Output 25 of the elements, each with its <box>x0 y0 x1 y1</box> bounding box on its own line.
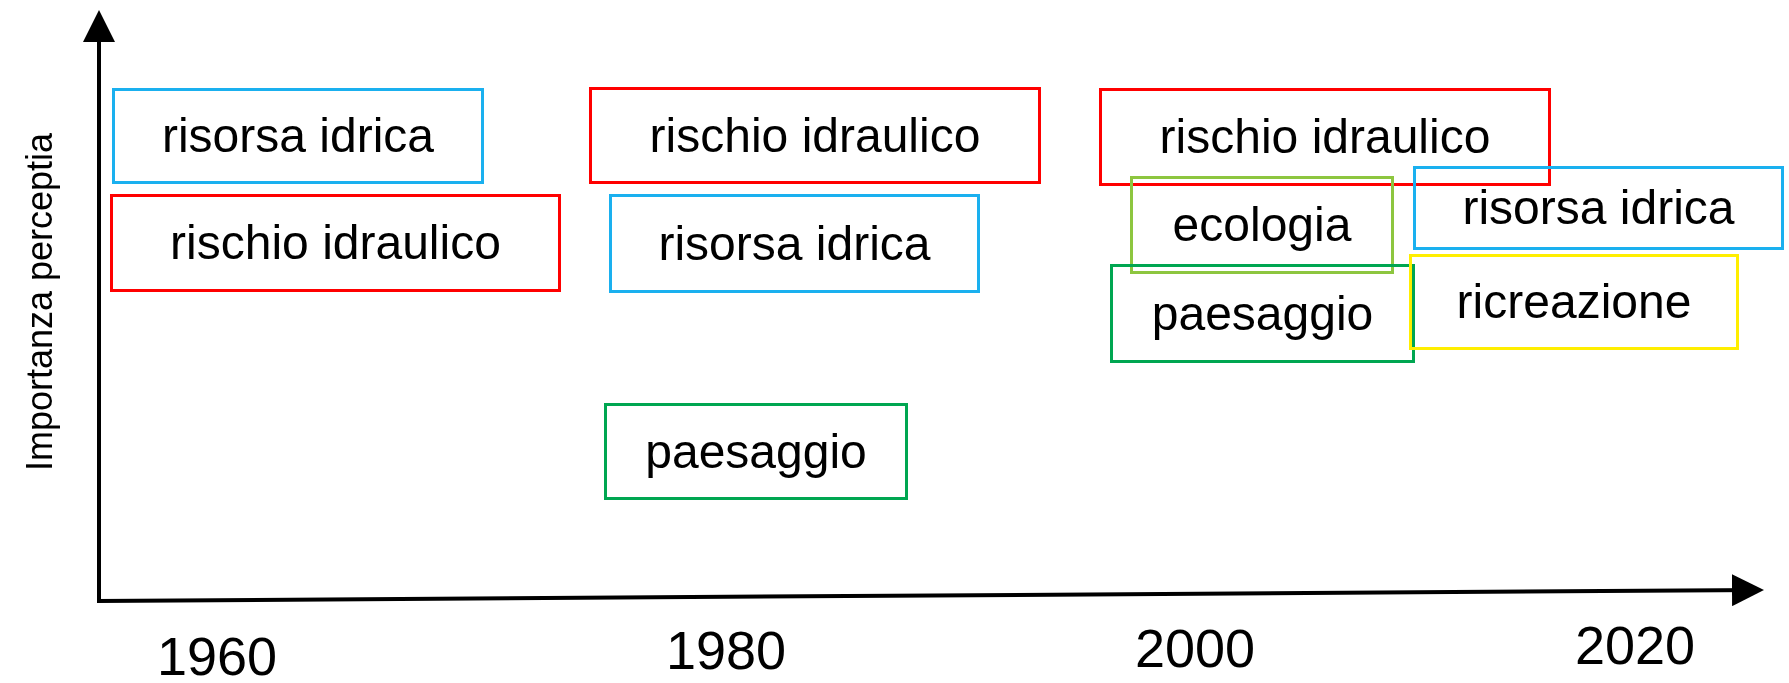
topic-box <box>1130 176 1394 274</box>
topic-label: risorsa idrica <box>161 112 435 160</box>
topic-box <box>609 194 980 293</box>
topic-box <box>1110 264 1415 363</box>
topic-label: rischio idraulico <box>649 111 981 160</box>
topic-label: rischio idraulico <box>1159 113 1491 161</box>
axis-title: Importanza perceptia <box>22 132 59 472</box>
topic-box <box>110 194 561 292</box>
year-label: 2000 <box>1135 621 1256 675</box>
topic-label: paesaggio <box>645 427 867 476</box>
topic-box <box>589 87 1041 184</box>
topic-box <box>112 88 484 184</box>
year-label: 1980 <box>666 623 787 677</box>
topic-label: paesaggio <box>1151 289 1374 338</box>
topic-label: ecologia <box>1172 201 1352 249</box>
topic-box <box>1409 254 1739 350</box>
year-label: 1960 <box>157 629 278 683</box>
topic-label: rischio idraulico <box>170 219 501 267</box>
topic-label: risorsa idrica <box>1462 184 1735 232</box>
topic-label: ricreazione <box>1456 278 1692 326</box>
topic-box <box>604 403 908 500</box>
year-label: 2020 <box>1575 618 1696 672</box>
topic-box <box>1099 88 1551 186</box>
topic-label: risorsa idrica <box>658 219 931 268</box>
topic-box <box>1413 166 1784 250</box>
